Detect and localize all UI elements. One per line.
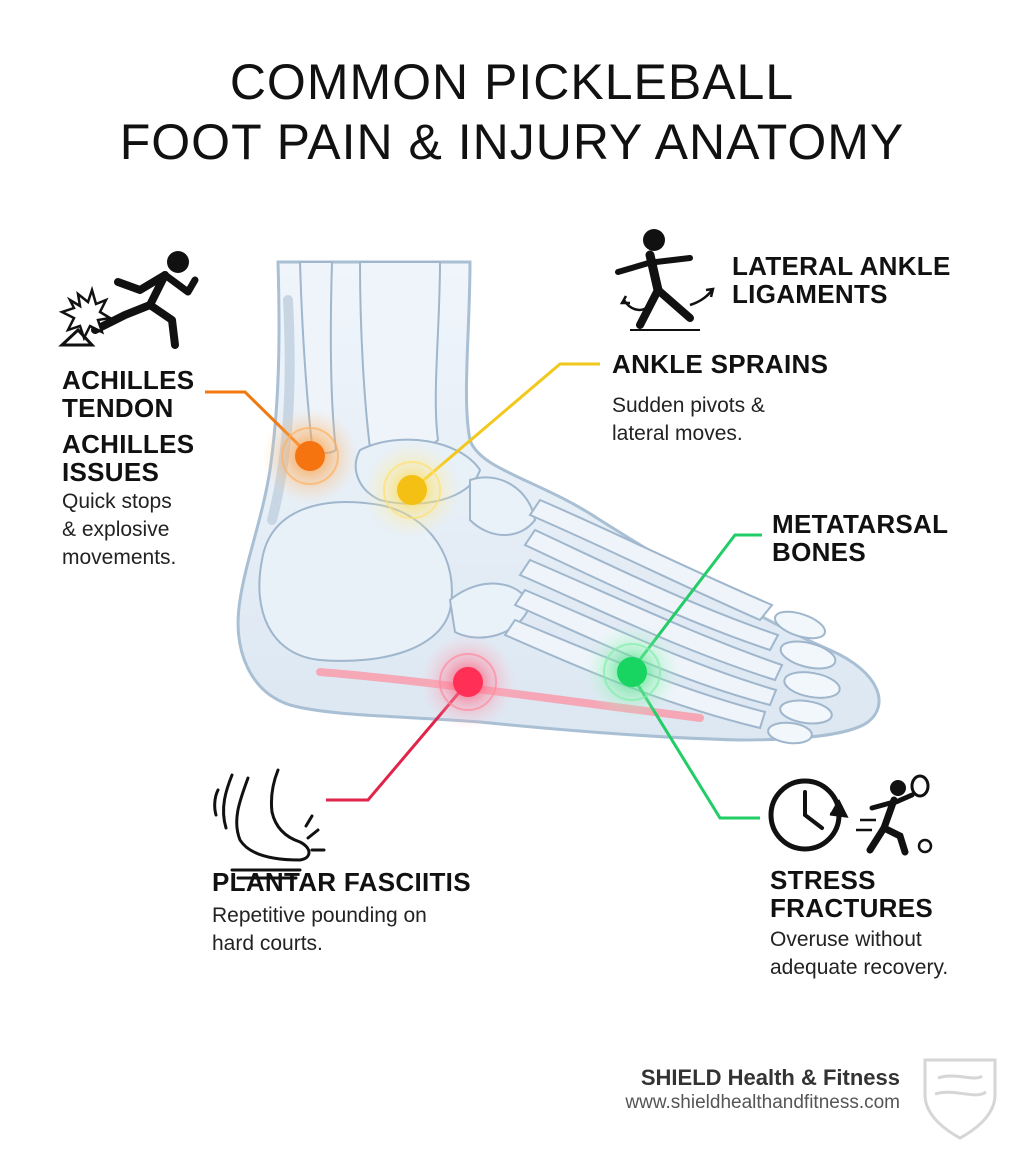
ankle-description: Sudden pivots & lateral moves. [612, 392, 765, 448]
brand-name: SHIELD Health & Fitness [640, 1065, 900, 1090]
plantar-injury-name: PLANTAR FASCIITIS [212, 868, 471, 896]
navicular-bone [469, 476, 537, 536]
plantar-name-line-1: PLANTAR FASCIITIS [212, 867, 471, 897]
achilles-desc-line-1: Quick stops [62, 490, 172, 513]
ankle-desc-line-2: lateral moves. [612, 422, 743, 445]
achilles-anatomy-line-2: TENDON [62, 393, 174, 423]
plantar-description: Repetitive pounding on hard courts. [212, 902, 427, 958]
toe-phalanges [767, 610, 841, 745]
plantar-desc-line-2: hard courts. [212, 932, 323, 955]
leader-line-metatarsal [630, 533, 762, 671]
stress-desc-line-1: Overuse without [770, 928, 922, 951]
foot-impact-icon [213, 768, 326, 880]
brand-url[interactable]: www.shieldhealthandfitness.com [625, 1092, 900, 1113]
stress-name-line-1: STRESS [770, 865, 876, 895]
stress-desc-line-2: adequate recovery. [770, 956, 949, 979]
calcaneus-bone [258, 501, 453, 662]
metatarsal-pain-marker [584, 624, 680, 720]
title-line-2: FOOT PAIN & INJURY ANATOMY [119, 114, 905, 170]
ankle-name-line-1: ANKLE SPRAINS [612, 349, 829, 379]
brand-footer: SHIELD Health & Fitness www.shieldhealth… [625, 1065, 900, 1115]
pivoting-person-icon [615, 229, 715, 331]
achilles-injury-name: ACHILLES ISSUES [62, 430, 194, 486]
leader-line-ankle [411, 362, 600, 492]
achilles-desc-line-2: & explosive [62, 518, 170, 541]
foot-outline [236, 260, 881, 742]
tibia-bone [358, 261, 442, 455]
page-title: COMMON PICKLEBALL FOOT PAIN & INJURY ANA… [0, 52, 1024, 172]
stress-description: Overuse without adequate recovery. [770, 926, 948, 982]
ankle-injury-name: ANKLE SPRAINS [612, 350, 828, 378]
achilles-pain-marker [262, 408, 358, 504]
leader-line-plantar [326, 681, 470, 802]
metatarsal-anatomy-line-1: METATARSAL [772, 509, 949, 539]
metatarsal-anatomy-line-2: BONES [772, 537, 866, 567]
ankle-desc-line-1: Sudden pivots & [612, 394, 765, 417]
shield-logo [923, 1058, 997, 1140]
ankle-anatomy-line-2: LIGAMENTS [732, 279, 888, 309]
achilles-anatomy-label: ACHILLES TENDON [62, 366, 194, 422]
sprinter-impact-icon [58, 251, 199, 349]
metatarsal-anatomy-label: METATARSAL BONES [772, 510, 948, 566]
ankle-anatomy-label: LATERAL ANKLE LIGAMENTS [732, 252, 951, 308]
title-line-1: COMMON PICKLEBALL [229, 54, 795, 110]
leader-line-stress [628, 671, 760, 820]
achilles-desc-line-3: movements. [62, 546, 177, 569]
achilles-anatomy-line-1: ACHILLES [62, 365, 195, 395]
stress-name-line-2: FRACTURES [770, 893, 934, 923]
clock-and-player-icon [768, 774, 933, 856]
plantar-desc-line-1: Repetitive pounding on [212, 904, 427, 927]
achilles-name-line-1: ACHILLES [62, 429, 195, 459]
stress-injury-name: STRESS FRACTURES [770, 866, 933, 922]
ankle-pain-marker [364, 442, 460, 538]
plantar-pain-marker [420, 634, 516, 730]
ankle-anatomy-line-1: LATERAL ANKLE [732, 251, 951, 281]
achilles-name-line-2: ISSUES [62, 457, 160, 487]
achilles-description: Quick stops & explosive movements. [62, 488, 176, 572]
